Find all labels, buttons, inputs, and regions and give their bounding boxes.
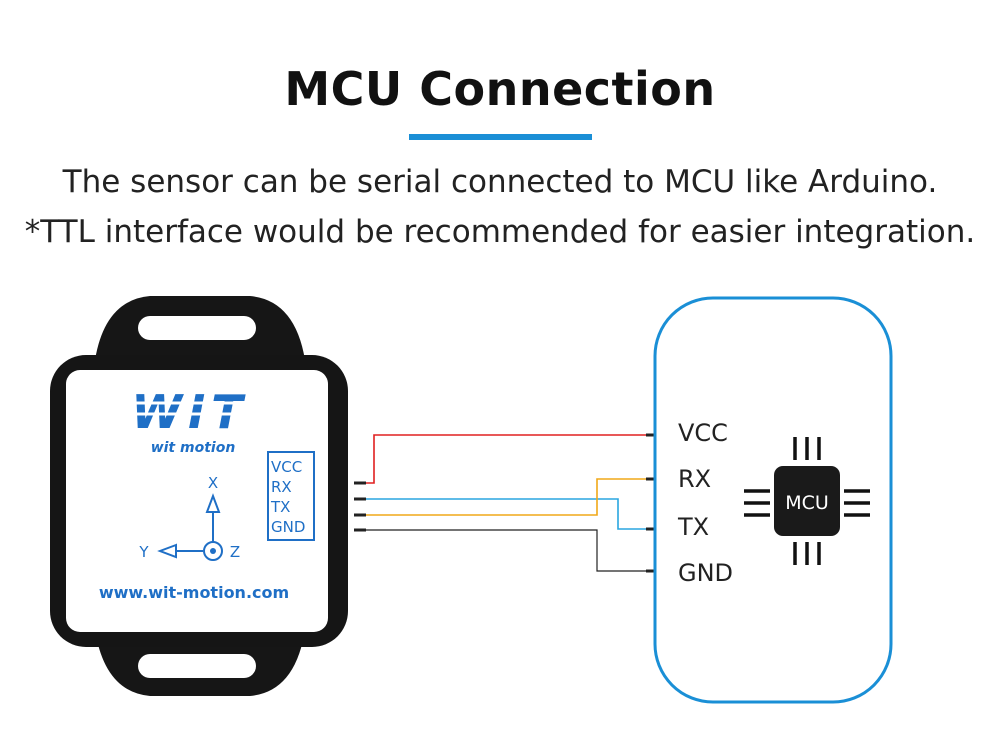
wires: [354, 433, 656, 573]
axis-x-label: X: [208, 474, 218, 492]
axis-z-dot: [210, 548, 216, 554]
mcu-chip-label: MCU: [785, 492, 829, 514]
subtitle-line-1: The sensor can be serial connected to MC…: [62, 164, 938, 200]
axis-y-arrow: [157, 543, 177, 559]
rx-wire: [366, 478, 646, 516]
sensor-bottom-slot: [138, 654, 256, 678]
sensor-face: [66, 370, 328, 632]
sensor-pin-gnd: GND: [271, 518, 305, 536]
subtitle-line-2: *TTL interface would be recommended for …: [24, 214, 976, 250]
vcc-wire: [366, 434, 646, 484]
mcu-pin-vcc: VCC: [678, 419, 728, 447]
sensor-pin-vcc: VCC: [271, 458, 302, 476]
axis-diagram: X Y Z: [138, 474, 240, 561]
title-underline: [409, 134, 592, 140]
mcu-pin-rx: RX: [678, 465, 711, 493]
page-title: MCU Connection: [284, 62, 716, 116]
sensor-url: www.wit-motion.com: [99, 583, 289, 602]
mcu-board-outline: [653, 296, 893, 704]
mcu-pin-tx: TX: [677, 513, 709, 541]
axis-x-arrow: [205, 493, 221, 513]
sensor-module: WIT wit motion VCC RX TX GND X Y Z www.w…: [50, 296, 348, 696]
sensor-top-slot: [138, 316, 256, 340]
sensor-pin-tx: TX: [270, 498, 290, 516]
sensor-pin-rx: RX: [271, 478, 292, 496]
tx-wire: [366, 498, 646, 530]
axis-z-label: Z: [230, 543, 240, 561]
gnd-wire: [366, 529, 646, 572]
mcu-chip: MCU: [744, 437, 870, 565]
brand-text: wit motion: [151, 440, 236, 456]
mcu-pin-gnd: GND: [678, 559, 733, 587]
mcu-chip-body: [774, 466, 840, 536]
mcu-board: VCC RX TX GND MCU: [653, 296, 893, 704]
wit-logo: WIT: [131, 385, 248, 439]
axis-y-label: Y: [138, 543, 149, 561]
sensor-pin-label-box: [267, 451, 315, 541]
